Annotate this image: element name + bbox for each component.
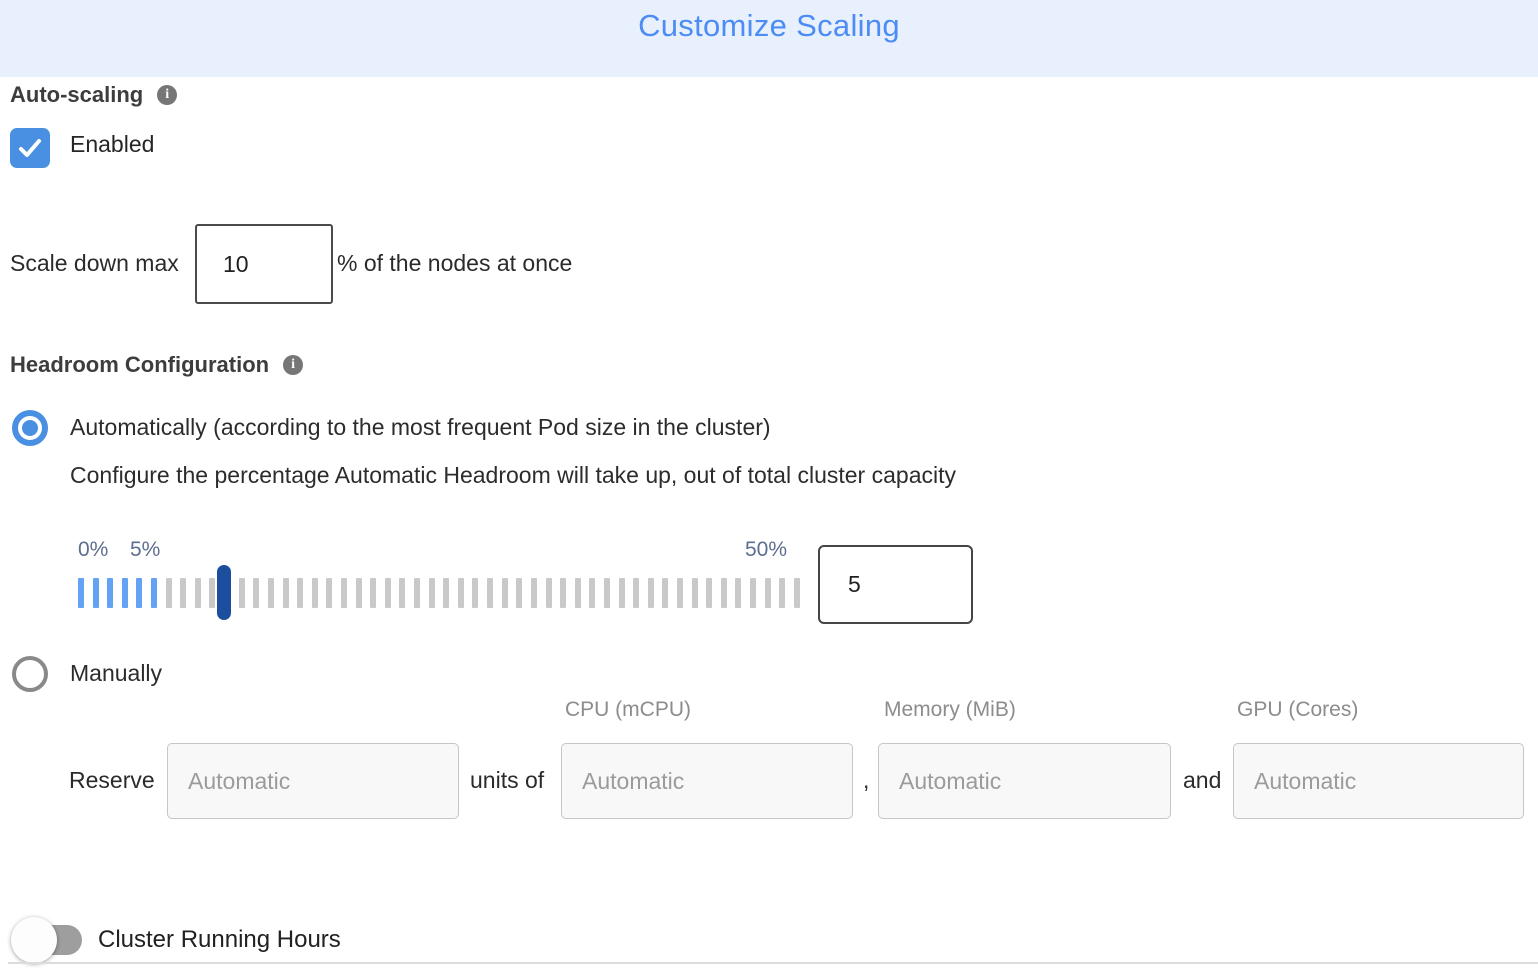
- slider-tick: [355, 578, 362, 608]
- slider-tick: [384, 578, 391, 608]
- page-title: Customize Scaling: [638, 8, 900, 43]
- slider-tick: [764, 578, 771, 608]
- slider-tick: [457, 578, 464, 608]
- slider-tick: [209, 578, 216, 608]
- slider-tick: [633, 578, 640, 608]
- slider-tick: [545, 578, 552, 608]
- slider-tick: [136, 578, 143, 608]
- gpu-reserve-input[interactable]: [1233, 743, 1524, 819]
- slider-tick: [618, 578, 625, 608]
- slider-max-label: 50%: [745, 538, 788, 561]
- slider-tick: [92, 578, 99, 608]
- slider-tick: [443, 578, 450, 608]
- reserve-label: Reserve: [69, 767, 155, 793]
- slider-tick: [472, 578, 479, 608]
- slider-tick: [603, 578, 610, 608]
- memory-reserve-input[interactable]: [878, 743, 1171, 819]
- slider-tick: [428, 578, 435, 608]
- slider-tick: [180, 578, 187, 608]
- slider-tick: [779, 578, 786, 608]
- slider-tick: [340, 578, 347, 608]
- toggle-knob[interactable]: [11, 917, 57, 963]
- auto-scaling-enabled-checkbox[interactable]: [10, 128, 50, 168]
- scale-down-max-input[interactable]: [195, 224, 333, 304]
- reserve-units-input[interactable]: [167, 743, 459, 819]
- slider-tick: [151, 578, 158, 608]
- slider-tick: [267, 578, 274, 608]
- headroom-percentage-slider: 0% 5% 50%: [78, 538, 800, 620]
- units-of-label: units of: [470, 767, 545, 793]
- slider-tick: [253, 578, 260, 608]
- bottom-divider: [8, 962, 1538, 964]
- cluster-running-hours-toggle[interactable]: [11, 917, 82, 963]
- headroom-manual-label[interactable]: Manually: [70, 660, 163, 686]
- slider-tick: [589, 578, 596, 608]
- slider-tick: [706, 578, 713, 608]
- slider-tick: [487, 578, 494, 608]
- gpu-column-header: GPU (Cores): [1237, 698, 1359, 721]
- slider-tick: [414, 578, 421, 608]
- slider-current-label: 5%: [130, 538, 161, 561]
- headroom-automatic-radio[interactable]: [12, 410, 48, 446]
- slider-tick: [560, 578, 567, 608]
- slider-tick: [691, 578, 698, 608]
- slider-labels: 0% 5% 50%: [78, 538, 800, 566]
- headroom-automatic-description: Configure the percentage Automatic Headr…: [70, 462, 956, 488]
- slider-tick: [676, 578, 683, 608]
- slider-tick: [297, 578, 304, 608]
- slider-tick: [326, 578, 333, 608]
- header-bar: Customize Scaling: [0, 0, 1538, 77]
- cpu-column-header: CPU (mCPU): [565, 698, 691, 721]
- slider-tick: [107, 578, 114, 608]
- slider-tick: [530, 578, 537, 608]
- comma-separator: ,: [863, 767, 870, 793]
- slider-min-label: 0%: [78, 538, 109, 561]
- slider-tick: [647, 578, 654, 608]
- slider-tick: [793, 578, 800, 608]
- info-icon[interactable]: i: [157, 85, 178, 105]
- auto-scaling-label-text: Auto-scaling: [10, 82, 144, 107]
- slider-tick: [501, 578, 508, 608]
- headroom-section-label: Headroom Configuration i: [10, 352, 304, 378]
- headroom-automatic-label[interactable]: Automatically (according to the most fre…: [70, 414, 771, 440]
- slider-tick: [238, 578, 245, 608]
- headroom-percentage-input[interactable]: [818, 545, 973, 624]
- slider-tick: [516, 578, 523, 608]
- slider-tick: [311, 578, 318, 608]
- slider-ticks[interactable]: [78, 565, 800, 620]
- checkmark-icon: [19, 139, 41, 157]
- slider-handle[interactable]: [217, 565, 231, 620]
- memory-column-header: Memory (MiB): [884, 698, 1016, 721]
- headroom-manual-radio[interactable]: [12, 656, 48, 692]
- slider-tick: [121, 578, 128, 608]
- slider-tick: [662, 578, 669, 608]
- info-icon[interactable]: i: [283, 355, 304, 375]
- enabled-label: Enabled: [70, 131, 155, 157]
- slider-tick: [282, 578, 289, 608]
- and-separator: and: [1183, 767, 1222, 793]
- cluster-running-hours-label: Cluster Running Hours: [98, 926, 341, 953]
- slider-tick: [399, 578, 406, 608]
- slider-tick: [78, 578, 84, 608]
- slider-tick: [194, 578, 201, 608]
- cpu-reserve-input[interactable]: [561, 743, 853, 819]
- scale-down-max-label: Scale down max: [10, 250, 179, 276]
- slider-tick: [574, 578, 581, 608]
- slider-tick: [165, 578, 172, 608]
- slider-tick: [370, 578, 377, 608]
- headroom-label-text: Headroom Configuration: [10, 352, 270, 377]
- scale-down-suffix-label: % of the nodes at once: [337, 250, 573, 276]
- auto-scaling-section-label: Auto-scaling i: [10, 82, 178, 108]
- slider-tick: [735, 578, 742, 608]
- slider-tick: [750, 578, 757, 608]
- slider-tick: [720, 578, 727, 608]
